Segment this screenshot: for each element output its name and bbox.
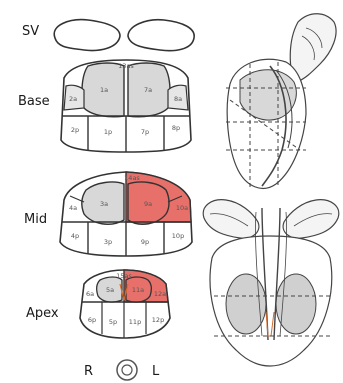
seminal-vesicle-left (128, 20, 194, 51)
base-zone-7p-text: 7p (141, 128, 149, 136)
base-zone-8a-text: 8a (174, 95, 182, 103)
base-zone-13as-text: 13as (118, 62, 134, 70)
base-zone-7a-text: 7a (144, 86, 152, 94)
coronal-view (203, 200, 339, 366)
sagittal-view (226, 14, 336, 189)
base-zone-8p-text: 8p (172, 124, 180, 132)
base-zone-1a-text: 1a (100, 86, 108, 94)
seminal-vesicle-right (54, 20, 120, 51)
mid-zone-3p-text: 3p (104, 238, 112, 246)
mid-zone-4p-text: 4p (71, 232, 79, 240)
mid-zone-10p-text: 10p (172, 232, 184, 240)
apex-zone-5a-text: 5a (106, 286, 114, 294)
urethra-orientation-icon (117, 360, 137, 380)
apex-zone-12a-text: 12a (154, 290, 166, 298)
mid-zone-9a-text: 9a (144, 200, 152, 208)
apex-zone-11p-text: 11p (129, 318, 141, 326)
mid-zone-4a-text: 4a (69, 204, 77, 212)
base-zone-2a-text: 2a (69, 95, 77, 103)
apex-zone-11a-text: 11a (132, 286, 144, 294)
apex-zone-5p-text: 5p (109, 318, 117, 326)
coronal-seminal-vesicle-right (203, 200, 259, 239)
apex-zone-6a-text: 6a (86, 290, 94, 298)
mid-section: 14as 3a 9a 4a 10a 4p 3p 9p 10p (60, 172, 192, 256)
apex-zone-12p-text: 12p (152, 316, 164, 324)
base-zone-2p-text: 2p (71, 126, 79, 134)
seminal-vesicles (54, 20, 194, 51)
mid-zone-14as-text: 14as (124, 174, 140, 182)
coronal-seminal-vesicle-left (283, 200, 339, 239)
apex-section: 15as 5a 11a 6a 12a 6p 5p 11p 12p (80, 270, 170, 338)
mid-zone-10a-text: 10a (176, 204, 188, 212)
apex-zone-15as-text: 15as (116, 272, 132, 280)
mid-zone-3a-text: 3a (100, 200, 108, 208)
apex-zone-6p-text: 6p (88, 316, 96, 324)
base-zone-1p-text: 1p (104, 128, 112, 136)
mid-zone-9p-text: 9p (141, 238, 149, 246)
base-section: 13as 1a 7a 2a 8a 2p 1p 7p 8p (61, 60, 191, 152)
